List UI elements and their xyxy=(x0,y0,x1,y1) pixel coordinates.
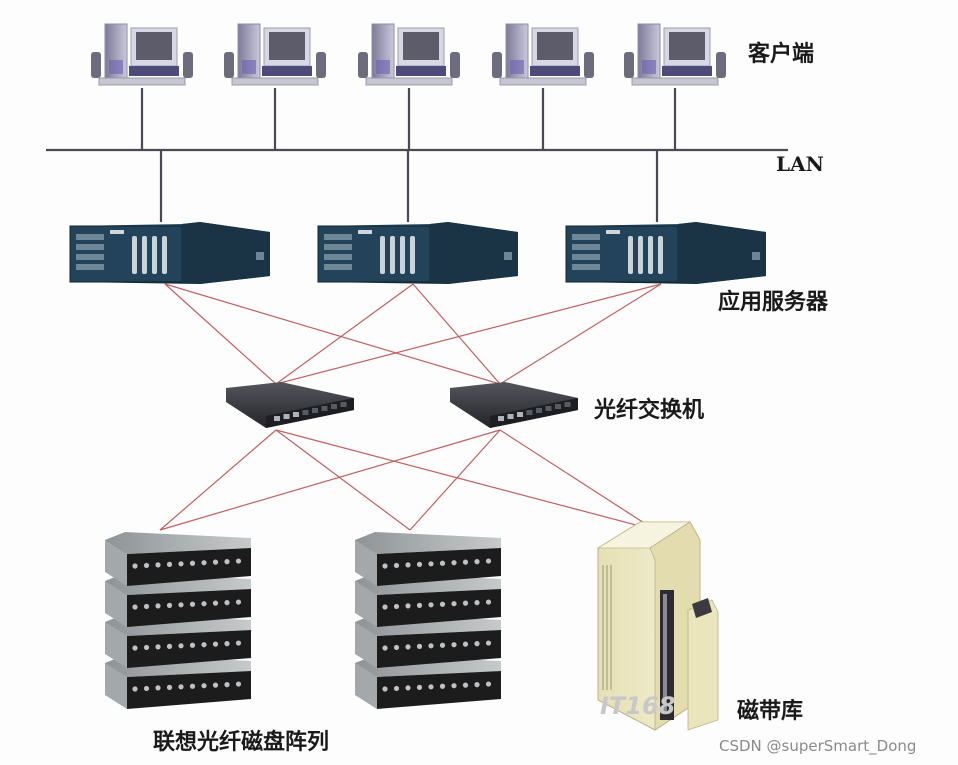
disk-array-group xyxy=(105,532,501,709)
disk-array xyxy=(105,532,251,709)
fc-link-switch-storage xyxy=(499,429,656,531)
fc-link-server-switch xyxy=(499,283,662,385)
disk-enclosure xyxy=(355,532,501,586)
clients-label: 客户端 xyxy=(748,41,815,67)
fc-link-switch-storage xyxy=(159,429,501,531)
fibre-channel-links xyxy=(159,283,662,531)
fc-link-server-switch xyxy=(275,283,662,385)
fc-link-switch-storage xyxy=(409,429,501,531)
fibre-channel-switch xyxy=(226,382,354,428)
application-server xyxy=(317,222,518,284)
tape-library-label: 磁带库 xyxy=(737,698,804,724)
app-servers-label: 应用服务器 xyxy=(718,289,829,315)
application-server xyxy=(565,222,766,284)
disk-array xyxy=(355,532,501,709)
fc-link-switch-storage xyxy=(159,429,277,531)
lan-bus xyxy=(46,88,788,222)
fc-link-server-switch xyxy=(412,283,501,385)
client-computer xyxy=(358,23,460,86)
switch-group xyxy=(226,382,578,428)
it168-logo: IT168 xyxy=(600,692,676,720)
fc-link-server-switch xyxy=(164,283,501,385)
client-computer xyxy=(492,23,594,86)
fc-link-server-switch xyxy=(164,283,277,385)
fibre-channel-switch xyxy=(450,382,578,428)
fc-switch-label: 光纤交换机 xyxy=(594,397,705,423)
lan-label: LAN xyxy=(776,152,824,176)
client-group xyxy=(91,23,726,86)
disk-enclosure xyxy=(105,532,251,586)
disk-array-label: 联想光纤磁盘阵列 xyxy=(153,729,330,755)
server-group xyxy=(69,222,766,284)
watermark: CSDN @superSmart_Dong xyxy=(719,737,917,755)
tape-library xyxy=(596,521,719,731)
fc-link-switch-storage xyxy=(275,429,656,531)
fc-link-server-switch xyxy=(275,283,414,385)
application-server xyxy=(69,222,270,284)
client-computer xyxy=(91,23,193,86)
client-computer xyxy=(224,23,326,86)
client-computer xyxy=(624,23,726,86)
fc-link-switch-storage xyxy=(275,429,411,531)
